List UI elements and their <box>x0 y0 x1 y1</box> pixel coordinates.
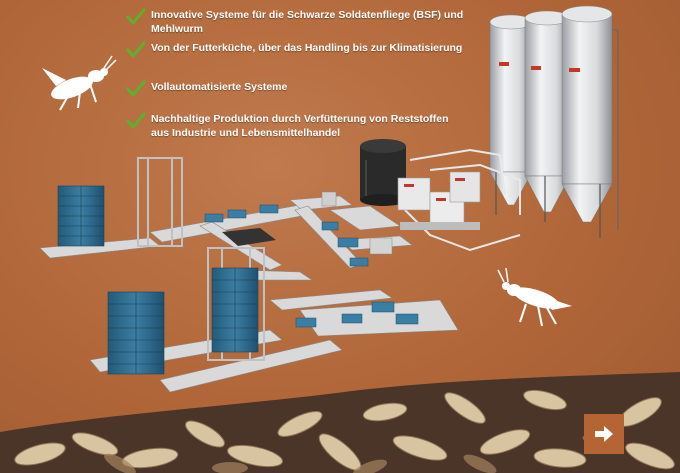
feature-item: Innovative Systeme für die Schwarze Sold… <box>126 8 466 36</box>
black-soldier-fly-icon <box>497 267 572 327</box>
feature-item: Nachhaltige Produktion durch Verfütterun… <box>126 112 466 140</box>
crate-stack <box>211 267 259 353</box>
crate-stack <box>57 185 105 247</box>
black-soldier-fly-icon <box>42 55 117 111</box>
dosing-machine <box>369 237 393 255</box>
mixing-tanks <box>397 171 481 230</box>
feature-text: Nachhaltige Produktion durch Verfütterun… <box>151 113 449 139</box>
checkmark-icon <box>126 41 146 58</box>
sorting-machine <box>321 191 337 207</box>
silo <box>561 5 619 230</box>
checkmark-icon <box>126 8 146 25</box>
crate-stack <box>107 291 165 375</box>
feed-pipes <box>399 148 521 252</box>
feature-text: Innovative Systeme für die Schwarze Sold… <box>151 9 464 35</box>
larvae-photo <box>0 372 680 473</box>
checkmark-icon <box>126 80 146 97</box>
feature-item: Von der Futterküche, über das Handling b… <box>126 41 462 59</box>
transport-trays <box>204 204 419 328</box>
feature-text: Vollautomatisierte Systeme <box>151 81 288 93</box>
checkmark-icon <box>126 112 146 129</box>
loading-platform <box>222 228 276 246</box>
feature-text: Von der Futterküche, über das Handling b… <box>151 42 463 54</box>
water-tank <box>360 139 406 206</box>
stacking-tower <box>137 157 183 247</box>
feature-item: Vollautomatisierte Systeme <box>126 80 287 98</box>
arrow-right-icon <box>595 426 613 442</box>
next-slide-button[interactable] <box>584 414 624 454</box>
silo-group <box>489 5 619 238</box>
